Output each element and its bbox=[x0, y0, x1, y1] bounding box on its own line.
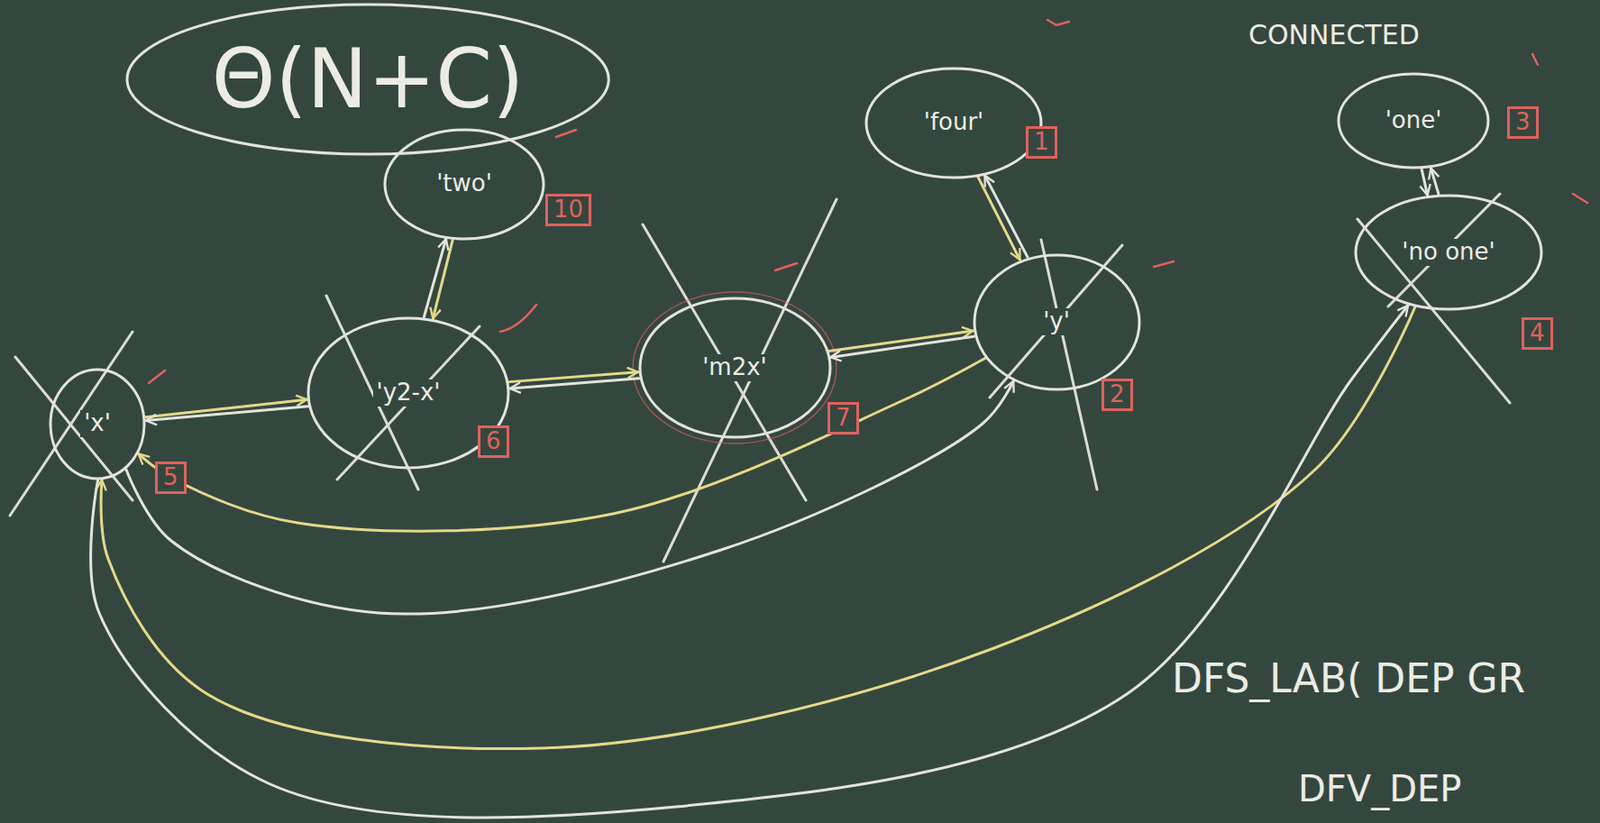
callout-number: 10 bbox=[545, 193, 592, 227]
node-text: 'four' bbox=[920, 109, 988, 137]
callout-number: 2 bbox=[1101, 378, 1134, 412]
node-text: 'one' bbox=[1381, 107, 1446, 135]
connector-arrow bbox=[1430, 168, 1439, 195]
node-text: 'x' bbox=[80, 410, 115, 438]
graph-node: 'two' bbox=[383, 128, 546, 241]
graph-node: 'y' bbox=[972, 253, 1142, 392]
code-note: DFV_DEP bbox=[1298, 768, 1462, 810]
connector-arrow bbox=[510, 378, 640, 389]
connector-arrow bbox=[830, 336, 974, 357]
callout-number: 1 bbox=[1025, 126, 1058, 159]
heading-note: CONNECTED bbox=[1248, 19, 1420, 52]
connector-arrow bbox=[126, 381, 1014, 614]
graph-node: 'no one' bbox=[1353, 193, 1544, 311]
node-text: 'y' bbox=[1039, 308, 1074, 336]
graph-node: 'x' bbox=[48, 367, 147, 481]
callout-number: 5 bbox=[155, 461, 187, 494]
connector-arrow bbox=[146, 406, 309, 421]
callout-number: 4 bbox=[1521, 317, 1554, 350]
node-text: Θ(N+C) bbox=[208, 32, 529, 127]
node-text: 'no one' bbox=[1398, 238, 1499, 266]
node-text: 'two' bbox=[432, 170, 496, 198]
connector-arrow bbox=[423, 238, 447, 318]
callout-number: 3 bbox=[1507, 106, 1539, 139]
check-mark bbox=[148, 19, 1588, 384]
cross-out-mark bbox=[9, 193, 1510, 562]
node-text: 'm2x' bbox=[698, 354, 771, 382]
graph-node: 'one' bbox=[1336, 72, 1491, 170]
node-text: 'y2-x' bbox=[373, 379, 445, 407]
connector-arrow bbox=[978, 176, 1021, 260]
connector-arrow bbox=[985, 175, 1028, 258]
connector-arrow bbox=[91, 305, 1408, 818]
complexity-ellipse: Θ(N+C) bbox=[125, 2, 611, 156]
callout-number: 6 bbox=[477, 425, 510, 458]
graph-node: 'm2x' bbox=[638, 296, 832, 439]
graph-node: 'four' bbox=[864, 66, 1043, 180]
connector-arrow bbox=[138, 358, 986, 532]
callout-number: 7 bbox=[827, 402, 860, 435]
code-note: DFS_LAB( DEP GR bbox=[1171, 656, 1526, 703]
double-outline bbox=[632, 292, 837, 444]
connector-arrow bbox=[1421, 169, 1427, 196]
